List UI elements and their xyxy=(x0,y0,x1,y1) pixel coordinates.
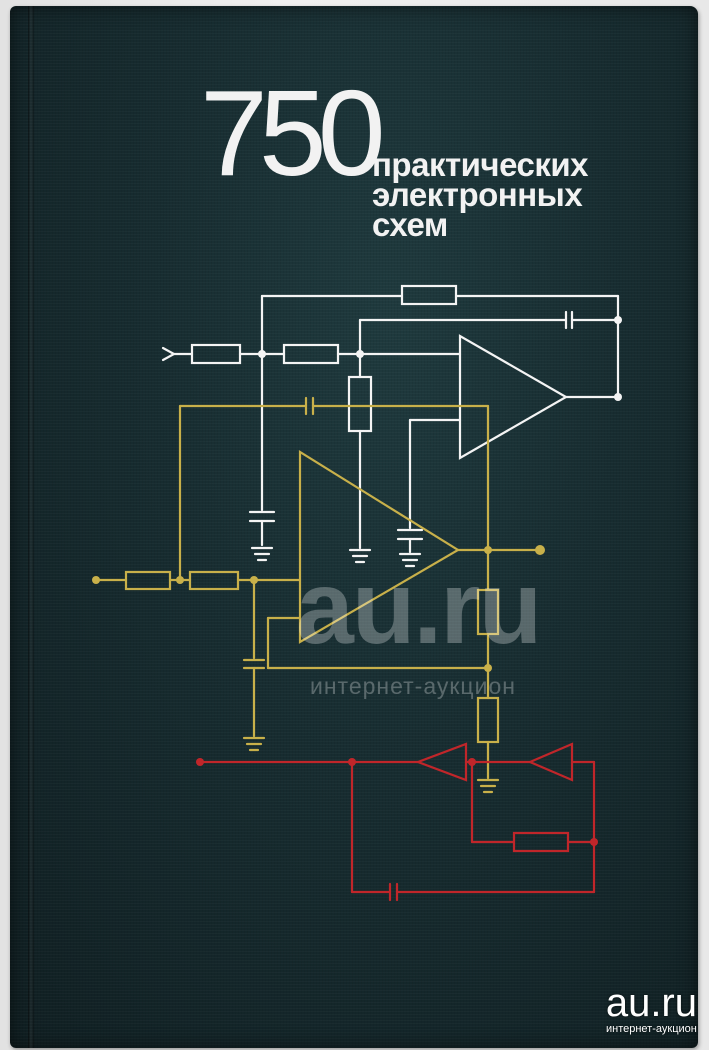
watermark-main: au.ru xyxy=(296,550,542,666)
resistor-w2 xyxy=(282,343,340,365)
resistor-w4 xyxy=(347,375,373,433)
white-circuit xyxy=(161,284,620,568)
opamp-white xyxy=(458,334,569,460)
gold-nodes xyxy=(92,545,545,672)
title-number: 750 xyxy=(200,65,386,201)
gold-circuit xyxy=(96,396,542,794)
watermark-sub: интернет-аукцион xyxy=(310,673,516,699)
resistor-g2 xyxy=(188,570,240,591)
corner-watermark-sub: интернет-аукцион xyxy=(605,1022,697,1035)
resistor-w3 xyxy=(400,284,458,306)
red-nodes xyxy=(196,758,598,846)
resistor-r1 xyxy=(512,831,570,853)
white-nodes xyxy=(258,316,622,401)
title-line-3: схем xyxy=(372,206,448,243)
corner-watermark: au.ru интернет-аукцион xyxy=(606,983,697,1036)
corner-watermark-main: au.ru xyxy=(605,980,697,1025)
spine-groove xyxy=(28,6,34,1048)
buffer-red-1 xyxy=(414,742,468,782)
resistor-w1 xyxy=(190,343,242,365)
title-line-2: электронных xyxy=(372,176,583,213)
red-circuit xyxy=(198,742,596,902)
title-line-1: практических xyxy=(372,146,589,183)
resistor-g4 xyxy=(476,696,500,744)
book-cover xyxy=(10,6,698,1048)
buffer-red-2 xyxy=(527,742,574,782)
resistor-g1 xyxy=(124,570,172,591)
opamp-gold xyxy=(298,450,461,644)
title-words: практических электронных схем xyxy=(372,146,589,243)
